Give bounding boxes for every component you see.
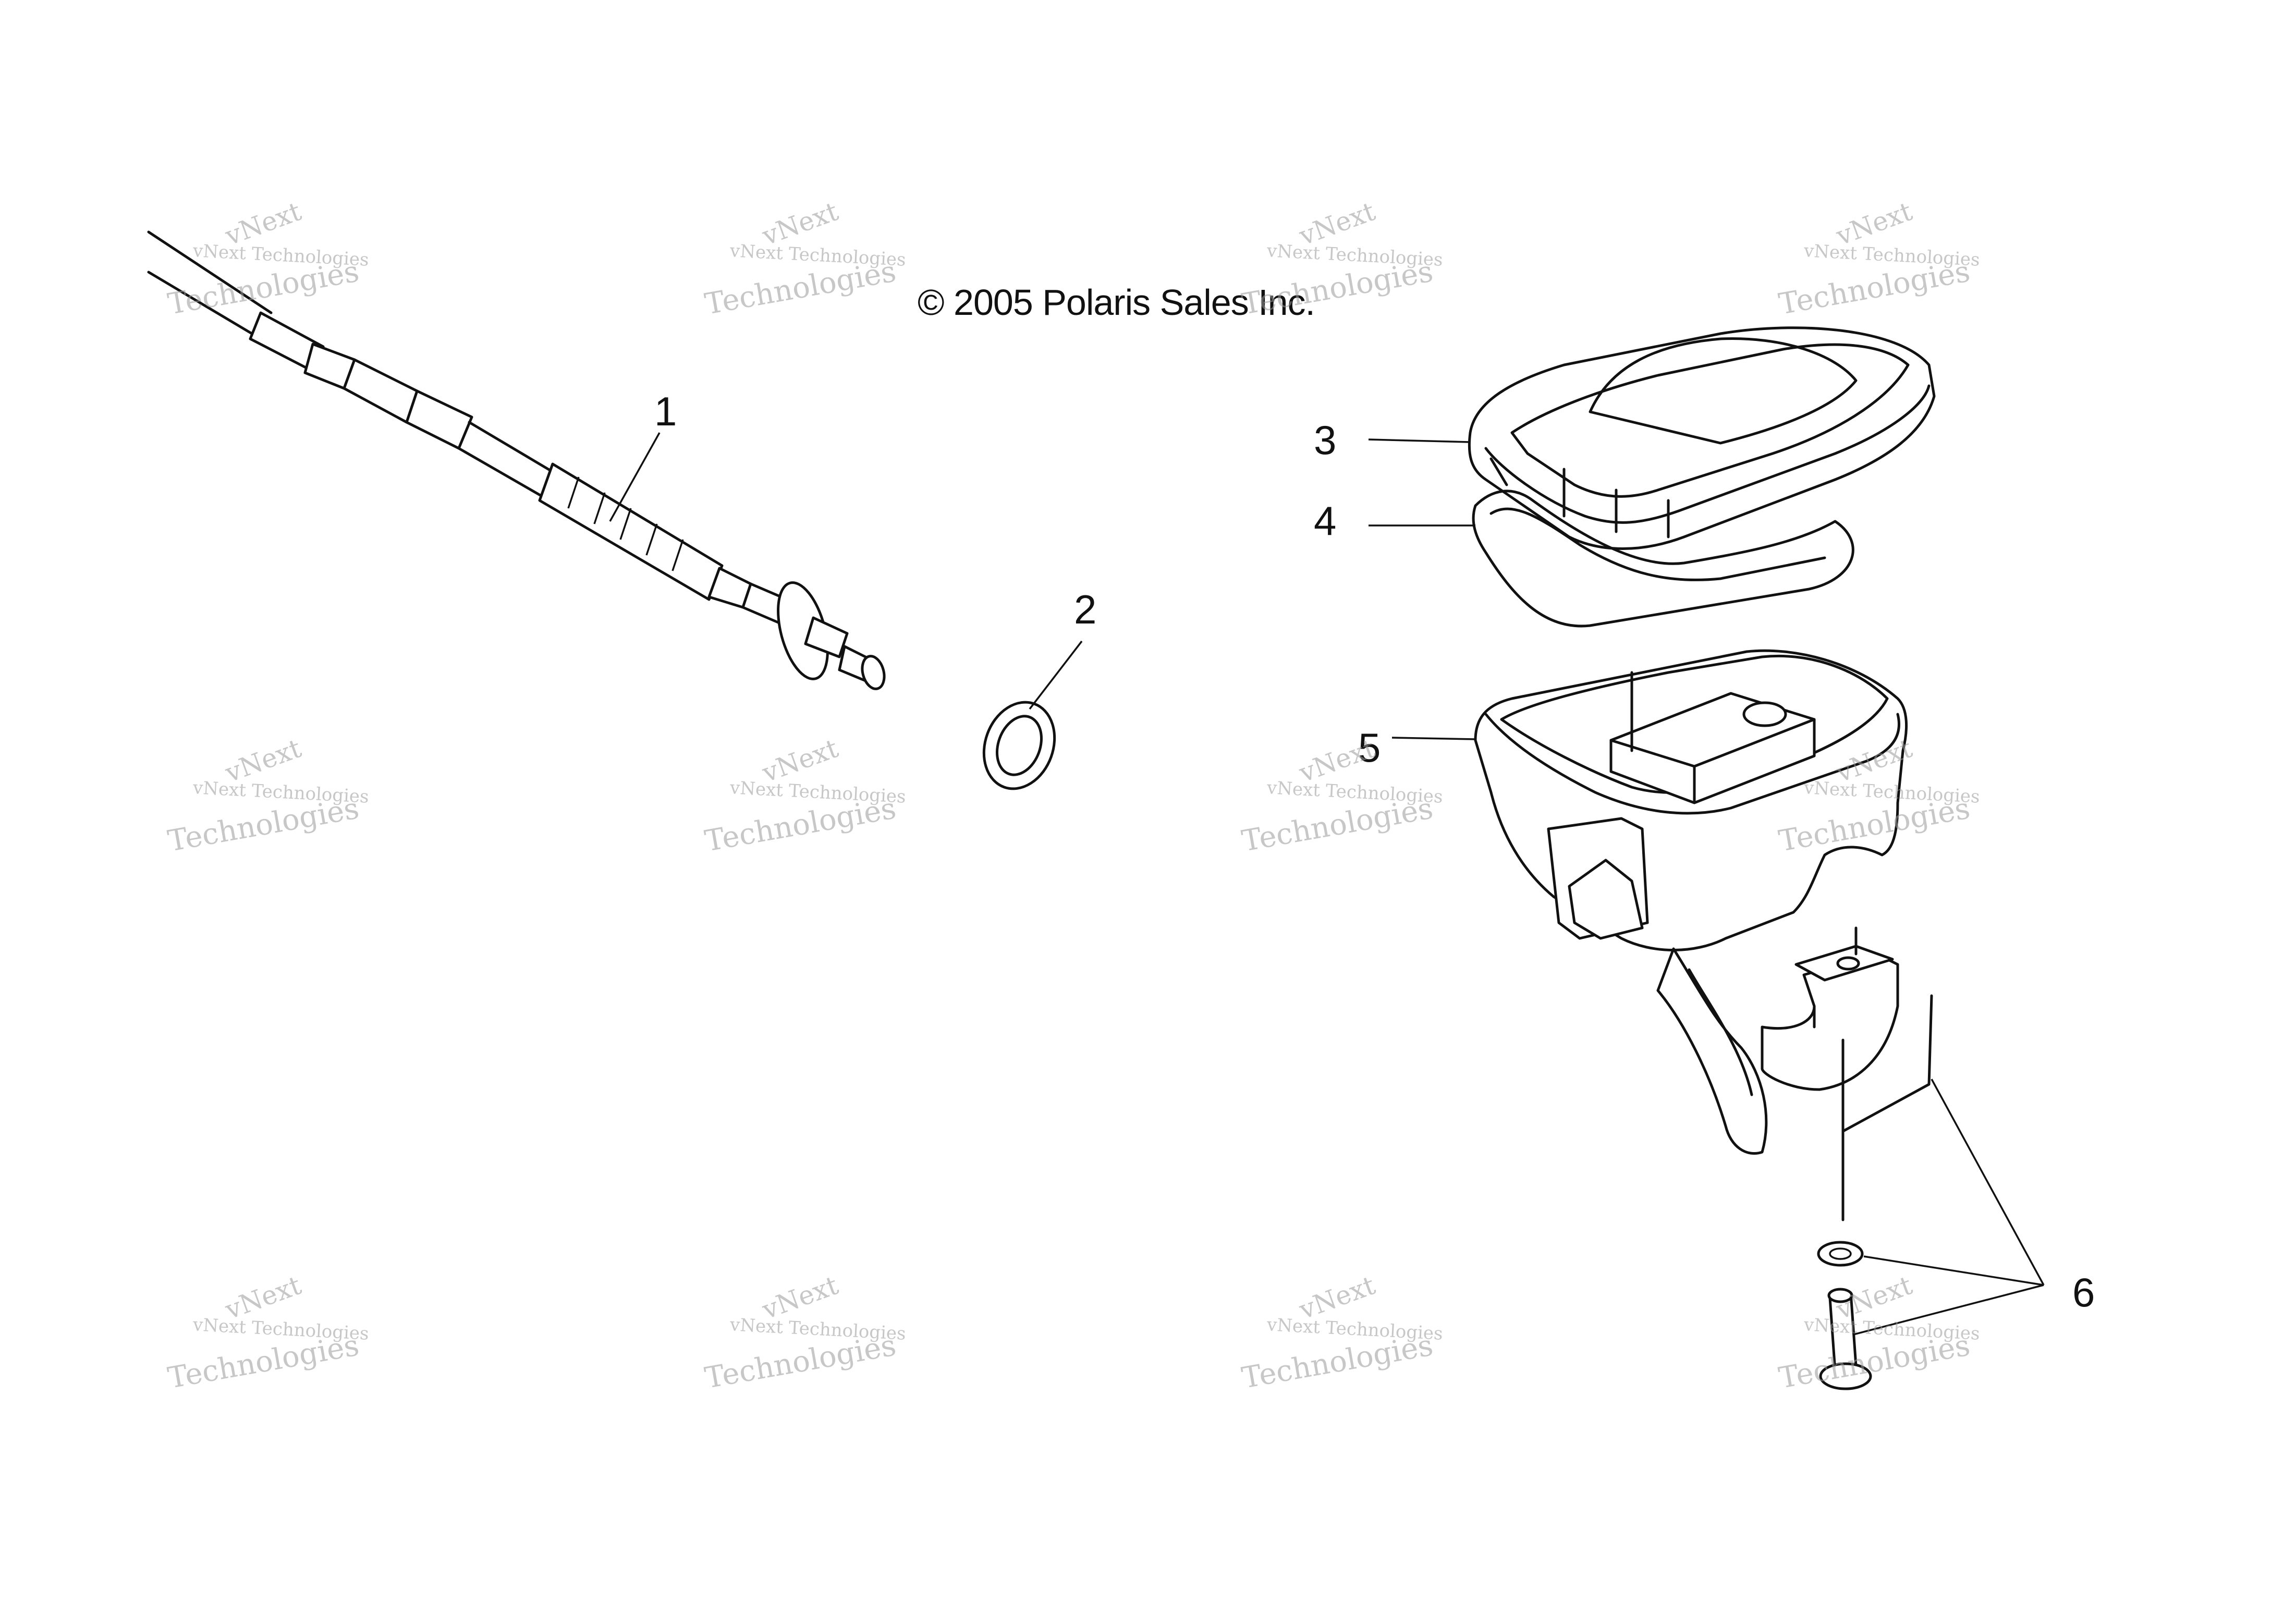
copyright-notice: © 2005 Polaris Sales Inc. [918, 282, 1315, 323]
callout-4: 4 [1314, 498, 1337, 544]
clamp-kit [1761, 926, 1933, 1390]
leader-line-3 [1368, 438, 1471, 443]
throttle-housing [1474, 649, 1908, 1155]
callout-2: 2 [1074, 586, 1097, 632]
callout-3: 3 [1314, 417, 1337, 463]
leader-line-5 [1391, 737, 1476, 740]
washer [982, 701, 1056, 790]
leader-line-1 [609, 432, 661, 522]
leader-lines-6 [1853, 1079, 2045, 1336]
housing-gasket [1472, 490, 1854, 628]
callout-1: 1 [654, 388, 677, 434]
housing-cover [1468, 326, 1936, 550]
callout-6: 6 [2072, 1269, 2095, 1315]
callout-5: 5 [1358, 725, 1381, 771]
leader-line-2 [1029, 640, 1083, 710]
throttle-cable [147, 230, 886, 690]
